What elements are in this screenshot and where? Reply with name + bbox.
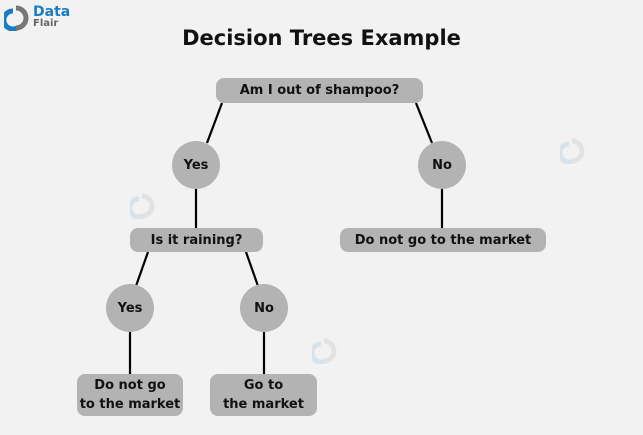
node-yes-1: Yes [172, 141, 220, 189]
leaf-mid-line-1: Go to [243, 378, 284, 393]
edge-root-no [414, 102, 434, 144]
node-root: Am I out of shampoo? [216, 78, 423, 103]
diagram-title: Decision Trees Example [182, 26, 461, 50]
logo-text-data: Data [33, 4, 71, 20]
node-no-2: No [240, 284, 288, 332]
leaf-mid-line-2: the market [223, 397, 304, 412]
watermark-icon [312, 338, 337, 364]
watermark-logo [560, 138, 586, 164]
node-no-1: No [418, 141, 466, 189]
logo-text-flair: Flair [33, 18, 59, 29]
edge-root-yes [205, 102, 224, 144]
node-leaf-right: Do not go to the market [340, 228, 546, 252]
leaf-left-line-1: Do not go [94, 378, 166, 393]
leaf-left-line-2: to the market [79, 397, 181, 412]
watermark-icon [560, 138, 585, 164]
dataflair-logo-icon [4, 5, 29, 31]
watermark-icon [130, 193, 155, 219]
node-raining: Is it raining? [130, 228, 263, 252]
edge-raining-no [244, 251, 260, 287]
watermark-logo [312, 338, 338, 364]
node-leaf-left: Do not go to the market [77, 374, 183, 416]
node-leaf-mid: Go to the market [210, 374, 317, 416]
node-yes-2: Yes [106, 284, 154, 332]
edge-raining-yes [134, 251, 150, 287]
watermark-logo [130, 193, 156, 219]
